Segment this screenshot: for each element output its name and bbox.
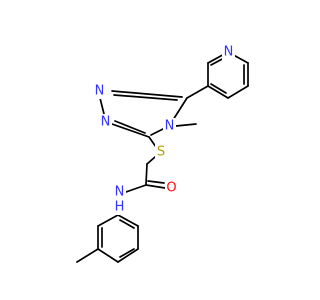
pyridine-inner-bond	[210, 83, 227, 94]
tolyl-bond	[97, 248, 119, 263]
label-background	[222, 44, 235, 60]
tolyl-inner-bond	[119, 219, 135, 229]
carbonyl-bond	[145, 184, 166, 189]
triazole-inner-bond	[114, 120, 146, 134]
triazole-nitrogen-1-label: N	[95, 84, 105, 99]
label-background	[93, 83, 106, 99]
pyridine-nitrogen-label: N	[224, 45, 234, 60]
pyridine-bond	[207, 85, 229, 99]
methyl-bond	[76, 248, 99, 263]
triazole-bond	[111, 123, 150, 138]
c-s-bond	[148, 136, 157, 148]
label-background	[113, 185, 126, 200]
c-c-bond	[145, 163, 148, 185]
amide-hydrogen-label: H	[115, 200, 125, 215]
tolyl-bond	[97, 214, 119, 227]
c-s-bond	[146, 156, 156, 165]
triazole-nitrogen-2-label: N	[101, 115, 111, 130]
label-background	[165, 180, 178, 196]
label-background	[99, 114, 112, 130]
methyl-bond	[175, 123, 197, 127]
carbonyl-inner-bond	[147, 180, 165, 184]
triazole-bond	[111, 90, 183, 98]
pyridine-bond	[227, 85, 249, 99]
sulfur-label: S	[157, 145, 165, 160]
amide-bond	[125, 184, 147, 193]
molecule-structure-diagram: N N N N S O N H	[76, 44, 249, 263]
triazole-bond	[99, 97, 105, 115]
triazole-bond	[172, 97, 188, 121]
label-background	[163, 118, 176, 134]
triazole-nitrogen-4-label: N	[165, 119, 175, 134]
tolyl-inner-bond	[119, 248, 135, 258]
triazole-inner-bond	[113, 94, 178, 101]
triazole-bond	[150, 127, 166, 136]
biaryl-bond	[186, 85, 209, 99]
label-background	[155, 144, 167, 160]
label-background	[113, 200, 126, 215]
tolyl-bond	[117, 248, 139, 263]
tolyl-bond	[117, 214, 139, 227]
carbonyl-oxygen-label: O	[166, 181, 176, 196]
amide-nitrogen-label: N	[115, 185, 125, 200]
atom-label-layer: N N N N S O N H	[93, 44, 235, 215]
